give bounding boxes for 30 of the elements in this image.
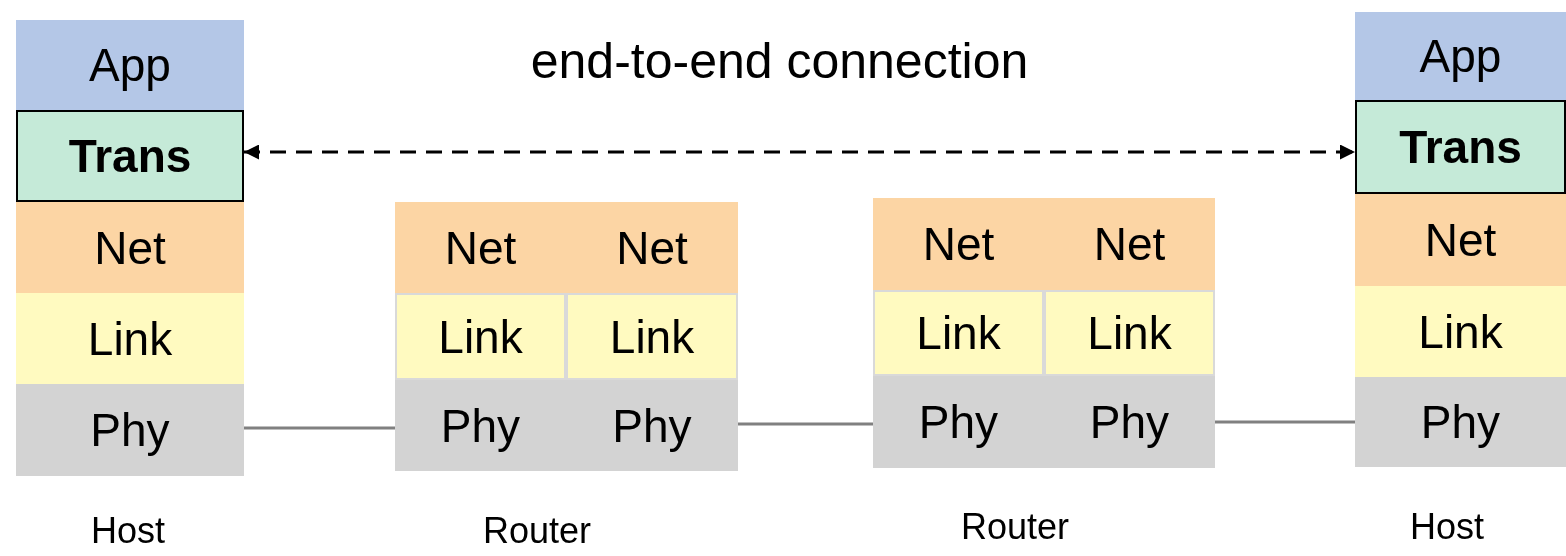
physical-layer-box: Phy bbox=[566, 380, 738, 471]
physical-layer-box: Phy bbox=[1044, 376, 1215, 468]
link-layer-box: Link bbox=[395, 293, 566, 380]
transport-layer-box: Trans bbox=[1355, 100, 1566, 194]
physical-layer-box: Phy bbox=[395, 380, 566, 471]
device-label: Host bbox=[91, 510, 165, 552]
app-layer-box: App bbox=[16, 20, 244, 110]
physical-layer-box: Phy bbox=[873, 376, 1044, 468]
network-layer-box: Net bbox=[16, 202, 244, 293]
arrow bbox=[244, 144, 1355, 160]
network-layer-box: Net bbox=[873, 198, 1044, 290]
link-layer-box: Link bbox=[566, 293, 738, 380]
link-layer-box: Link bbox=[1044, 290, 1215, 376]
link-layer-box: Link bbox=[873, 290, 1044, 376]
link-line bbox=[244, 426, 395, 430]
physical-layer-box: Phy bbox=[1355, 377, 1566, 467]
device-label: Router bbox=[482, 510, 592, 552]
device-label: Router bbox=[960, 506, 1070, 548]
link-layer-box: Link bbox=[1355, 286, 1566, 377]
network-layer-box: Net bbox=[566, 202, 738, 293]
link-line bbox=[738, 422, 873, 426]
network-layer-box: Net bbox=[1044, 198, 1215, 290]
transport-layer-box: Trans bbox=[16, 110, 244, 202]
link-layer-box: Link bbox=[16, 293, 244, 384]
link-line bbox=[1215, 420, 1355, 424]
physical-layer-box: Phy bbox=[16, 384, 244, 476]
network-layer-box: Net bbox=[1355, 194, 1566, 286]
app-layer-box: App bbox=[1355, 12, 1566, 100]
network-layer-box: Net bbox=[395, 202, 566, 293]
device-label: Host bbox=[1410, 506, 1484, 548]
